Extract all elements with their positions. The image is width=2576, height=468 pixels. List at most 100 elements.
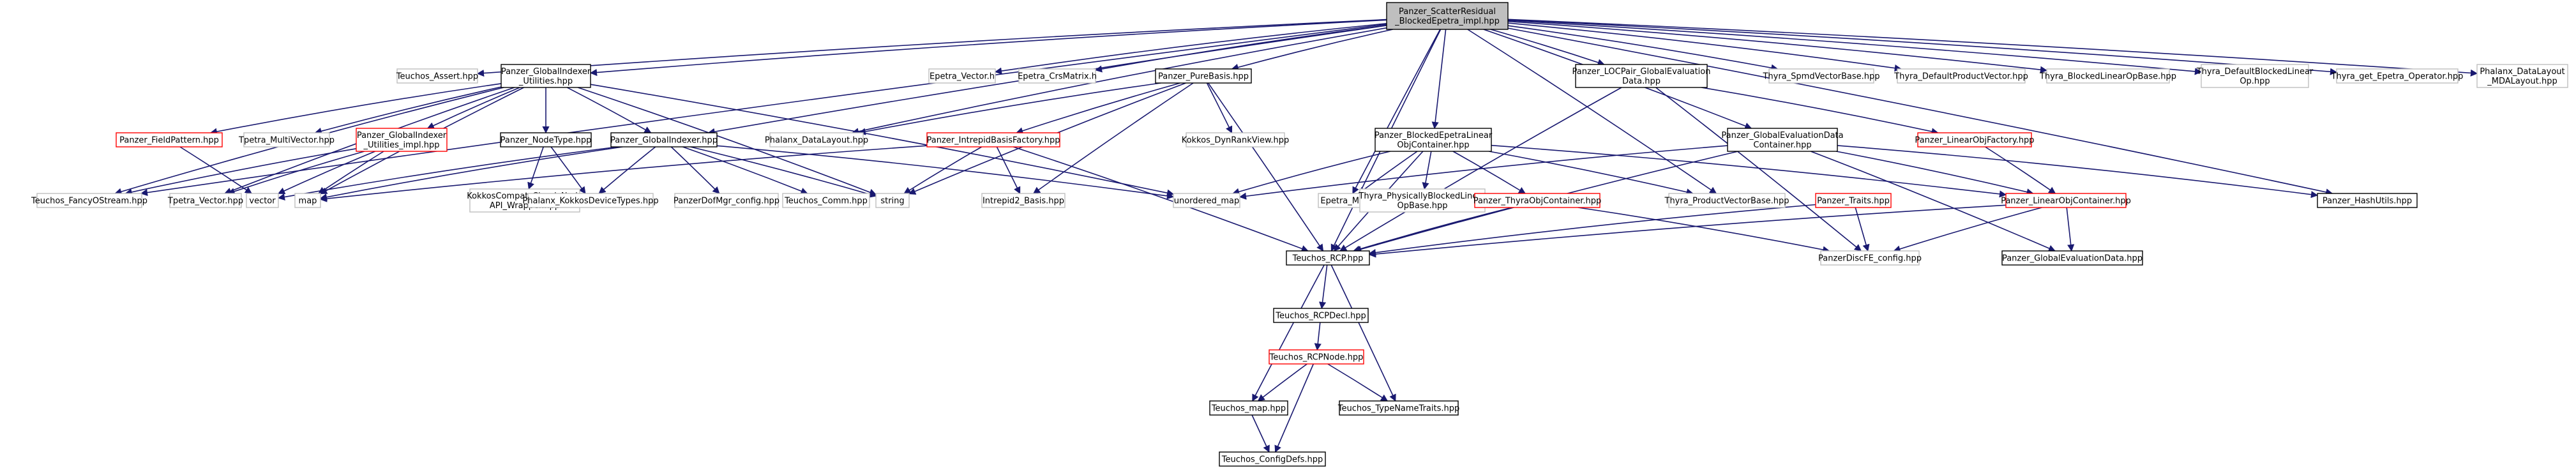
node-rcp-node[interactable]: Teuchos_RCPNode.hpp [1269,349,1364,365]
node-pure-basis[interactable]: Panzer_PureBasis.hpp [1155,68,1252,84]
edge-panzer-traits-to-teuchos-rcp [1368,204,1816,257]
node-label: Thyra_ProductVectorBase.hpp [1664,197,1789,206]
edge-blocked-epetra-lo-to-unordered-map [1232,151,1390,195]
node-box [1155,68,1252,84]
node-box [1897,68,2026,84]
edge-layer [114,19,2478,453]
node-linear-obj-container[interactable]: Panzer_LinearObjContainer.hpp [2001,193,2131,208]
node-label: Panzer_GlobalIndexer [501,67,591,77]
node-layer: Panzer_ScatterResidual_BlockedEpetra_imp… [31,2,2568,467]
node-teuchos-map[interactable]: Teuchos_map.hpp [1209,400,1288,416]
node-gi-utilities-impl[interactable]: Panzer_GlobalIndexer_Utilities_impl.hpp [356,128,448,152]
node-vector: vector [246,193,279,208]
node-epetra-vector: Epetra_Vector.h [928,68,996,84]
node-linear-obj-factory[interactable]: Panzer_LinearObjFactory.hpp [1915,132,2035,147]
edge-root-to-thyra-default-blocked [1507,20,2203,75]
edge-loc-pair-to-teuchos-rcp [1339,87,1622,252]
edge-gi-utilities-impl-to-tpetra-vector [227,151,365,195]
edge-root-to-thyra-product-vb [1467,29,1717,194]
node-global-indexer[interactable]: Panzer_GlobalIndexer.hpp [610,132,718,147]
node-panzer-traits[interactable]: Panzer_Traits.hpp [1815,193,1892,208]
edge-blocked-epetra-lo-to-thyra-phys-blocked [1422,151,1432,190]
node-box [1668,193,1786,208]
edge-intrepid-factory-to-string [903,146,983,194]
edge-pure-basis-to-teuchos-rcp [1207,82,1324,252]
edge-thyra-obj-container-to-teuchos-rcp [1353,207,1512,253]
node-node-type[interactable]: Panzer_NodeType.hpp [500,132,592,147]
node-label: Panzer_ScatterResidual [1399,7,1496,17]
node-box [1273,308,1369,323]
node-box [116,132,223,147]
edge-blocked-epetra-lo-to-epetra-map [1358,151,1418,194]
node-label: Panzer_HashUtils.hpp [2323,197,2412,206]
node-blocked-epetra-lo[interactable]: Panzer_BlockedEpetraLinearObjContainer.h… [1375,128,1493,152]
edge-gi-utilities-to-unordered-map [590,84,1175,197]
edge-teuchos-rcp-to-rcp-decl [1318,264,1328,310]
node-gi-utilities[interactable]: Panzer_GlobalIndexer_Utilities.hpp [501,64,591,88]
node-box [1269,349,1364,365]
node-type-name-traits[interactable]: Teuchos_TypeNameTraits.hpp [1337,400,1460,416]
edge-rcp-node-to-teuchos-map [1257,363,1307,402]
node-box [1286,250,1370,266]
node-teuchos-comm: Teuchos_Comm.hpp [782,193,870,208]
node-label: PanzerDofMgr_config.hpp [674,197,780,206]
node-config-defs[interactable]: Teuchos_ConfigDefs.hpp [1219,451,1326,467]
node-label: Thyra_PhysicallyBlockedLinear [1358,192,1486,201]
node-global-eval-data[interactable]: Panzer_GlobalEvaluationData.hpp [2001,250,2143,266]
node-label: Panzer_GlobalEvaluationData.hpp [2002,254,2143,264]
edge-gi-utilities-impl-to-vector [277,151,376,194]
node-box [1474,193,1601,208]
node-box [1359,188,1486,213]
node-label: Panzer_LOCPair_GlobalEvaluation [1572,67,1711,77]
node-label: Tpetra_MultiVector.hpp [238,136,335,146]
node-box [1386,2,1509,30]
node-box [1209,400,1288,416]
edge-teuchos-rcp-to-teuchos-map [1252,264,1325,402]
node-intrepid-factory[interactable]: Panzer_IntrepidBasisFactory.hpp [926,132,1060,147]
edge-global-eval-dc-to-unordered-map [1239,145,1728,200]
node-rcp-decl[interactable]: Teuchos_RCPDecl.hpp [1273,308,1369,323]
node-box [1339,400,1459,416]
node-thyra-obj-container[interactable]: Panzer_ThyraObjContainer.hpp [1473,193,1602,208]
node-box [500,132,592,147]
node-label: Epetra_CrsMatrix.h [1018,72,1097,82]
edge-root-to-epetra-map [1352,29,1441,194]
node-label: Panzer_LinearObjFactory.hpp [1915,136,2034,146]
node-box [1219,451,1326,467]
edge-blocked-epetra-lo-to-thyra-product-vb [1489,151,1694,196]
edge-node-type-to-kokkos-compat [527,146,544,190]
node-label: Kokkos_DynRankView.hpp [1182,136,1290,146]
edge-gi-utilities-impl-to-map [318,151,384,194]
node-panzer-discfe: PanzerDiscFE_config.hpp [1818,250,1922,266]
edge-pure-basis-to-kokkos-dynrank [1206,82,1233,134]
node-label: Panzer_ThyraObjContainer.hpp [1473,197,1602,206]
node-label: Thyra_DefaultBlockedLinear [2196,67,2314,77]
node-field-pattern[interactable]: Panzer_FieldPattern.hpp [116,132,223,147]
node-label: Panzer_GlobalIndexer [357,131,447,140]
node-label: Thyra_DefaultProductVector.hpp [1894,72,2028,82]
node-box [769,132,864,147]
node-loc-pair[interactable]: Panzer_LOCPair_GlobalEvaluationData.hpp [1572,64,1711,88]
edge-intrepid-factory-to-intrepid2-basis [996,146,1021,195]
node-label: Container.hpp [1753,140,1811,150]
node-label: Teuchos_map.hpp [1211,404,1286,414]
edge-intrepid-factory-to-map [319,145,928,202]
node-label: Teuchos_Comm.hpp [784,197,868,206]
node-root[interactable]: Panzer_ScatterResidual_BlockedEpetra_imp… [1386,2,1509,30]
node-hash-utils[interactable]: Panzer_HashUtils.hpp [2317,193,2418,208]
node-thyra-get-epetra: Thyra_get_Epetra_Operator.hpp [2331,68,2463,84]
node-teuchos-fancy: Teuchos_FancyOStream.hpp [31,193,147,208]
node-label: Teuchos_FancyOStream.hpp [31,197,147,206]
edge-gi-utilities-to-gi-utilities-impl [426,87,520,129]
edge-global-eval-dc-to-hash-utils [1837,145,2319,199]
node-intrepid2-basis: Intrepid2_Basis.hpp [981,193,1066,208]
node-teuchos-rcp[interactable]: Teuchos_RCP.hpp [1286,250,1370,266]
edge-linear-obj-container-to-panzer-discfe [1893,207,2042,253]
edge-gi-utilities-to-global-indexer [566,87,652,133]
edge-root-to-pure-basis [1231,29,1393,71]
edge-root-to-thyra-blocked-lop [1507,20,2048,73]
edge-rcp-decl-to-rcp-node [1314,322,1322,351]
